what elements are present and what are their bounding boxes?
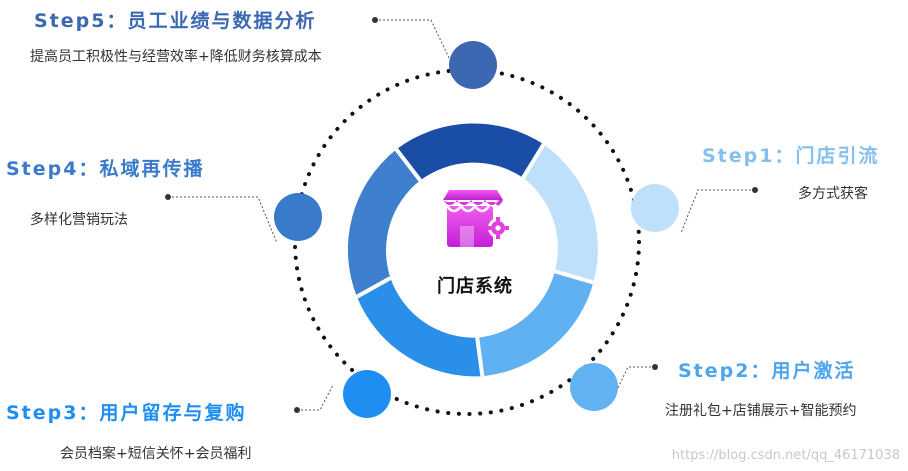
- step3-bubble: [343, 370, 391, 418]
- step2-desc: 注册礼包+店铺展示+智能预约: [665, 403, 857, 419]
- step4-desc: 多样化营销玩法: [30, 212, 128, 228]
- step1-desc: 多方式获客: [798, 186, 868, 202]
- step3-desc: 会员档案+短信关怀+会员福利: [60, 446, 252, 462]
- segment-gaps: [355, 143, 594, 377]
- step4-bubble: [274, 193, 322, 241]
- leader-lines: [168, 19, 755, 411]
- segment-step3: [356, 278, 483, 377]
- segment-step4: [347, 149, 421, 297]
- step5-title: Step5：员工业绩与数据分析: [34, 10, 317, 32]
- step2-title: Step2：用户激活: [678, 360, 856, 382]
- step1-bubble: [631, 184, 679, 232]
- donut-ring: [347, 123, 598, 377]
- step5-desc: 提高员工积极性与经营效率+降低财务核算成本: [30, 49, 322, 65]
- step5-bubble: [449, 41, 497, 89]
- watermark: https://blog.csdn.net/qq_46171038: [671, 448, 900, 463]
- center-label: 门店系统: [437, 276, 513, 297]
- step3-title: Step3：用户留存与复购: [6, 402, 247, 424]
- dotted-ring: [293, 68, 641, 416]
- segment-step1: [523, 144, 598, 283]
- step2-bubble: [570, 363, 618, 411]
- step4-title: Step4：私域再传播: [6, 158, 205, 180]
- store-gear-icon: [443, 190, 509, 247]
- segment-step2: [477, 271, 594, 377]
- leader-dots: [165, 17, 758, 413]
- segment-step5: [396, 123, 544, 181]
- step1-title: Step1：门店引流: [702, 145, 880, 167]
